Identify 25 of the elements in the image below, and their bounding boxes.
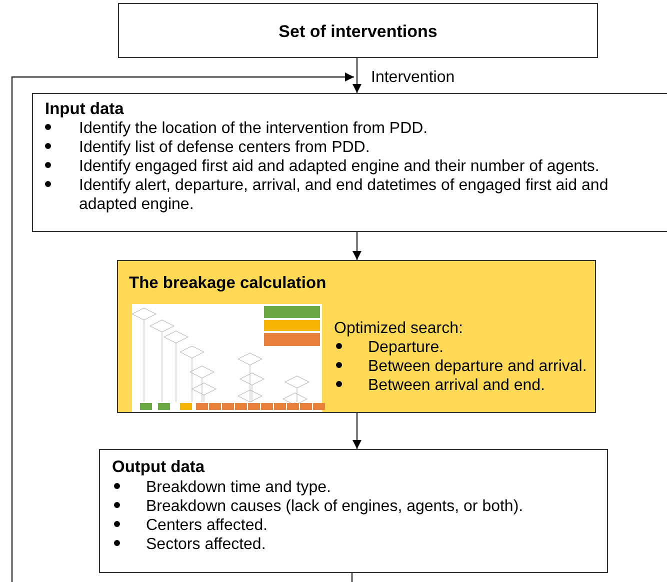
list-item: Identify list of defense centers from PDD.: [79, 138, 370, 157]
arrow: [11, 72, 354, 582]
box-heading: Output data: [112, 458, 205, 477]
list-item: Identify alert, departure, arrival, and end datetimes of engaged first aid and adapted engine.: [79, 176, 610, 214]
flowchart-thumbnail-drawing: [132, 304, 322, 412]
arrow: [352, 58, 362, 93]
arrow: [352, 413, 362, 449]
list-item: Identify the location of the intervention from PDD.: [79, 119, 428, 138]
list-item: Departure.: [368, 338, 444, 357]
box-heading: Input data: [45, 100, 124, 119]
box-heading: The breakage calculation: [129, 274, 326, 293]
arrow: [352, 232, 362, 260]
list-item: Between arrival and end.: [368, 376, 545, 395]
calculation-box: [117, 260, 596, 413]
box-title: Set of interventions: [278, 22, 438, 41]
list-item: Breakdown time and type.: [146, 478, 331, 497]
data-box: [32, 93, 667, 232]
list-item: Breakdown causes (lack of engines, agents, or both).: [146, 497, 524, 516]
list-item: Sectors affected.: [146, 535, 266, 554]
list-item: Identify engaged first aid and adapted engine and their number of agents.: [79, 157, 600, 176]
list-item: Centers affected.: [146, 516, 268, 535]
title-box: [118, 3, 598, 58]
data-box: [99, 449, 608, 573]
list-intro: Optimized search:: [334, 319, 463, 338]
list-item: Between departure and arrival.: [368, 357, 587, 376]
